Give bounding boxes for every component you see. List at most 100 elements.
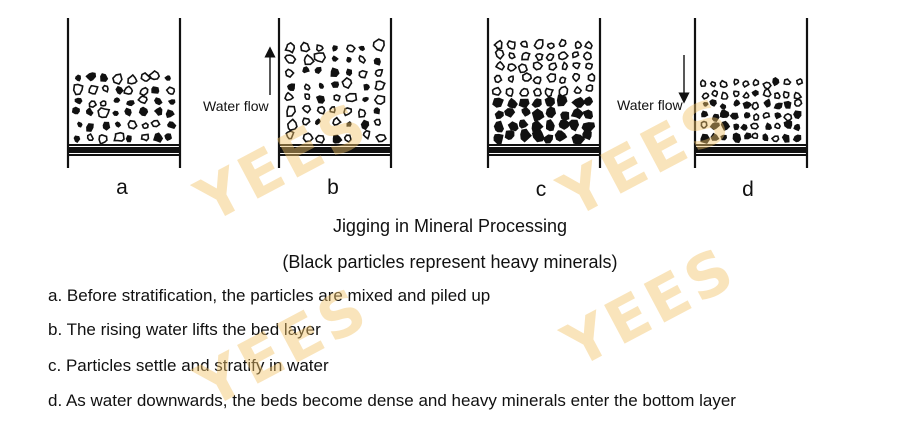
light-particle-c-38 <box>573 85 583 94</box>
light-particle-b-43 <box>301 117 311 126</box>
light-particle-c-25 <box>507 75 515 84</box>
light-particle-d-55 <box>751 132 759 140</box>
light-particle-c-5 <box>558 38 567 48</box>
heavy-particle-b-15 <box>302 66 310 74</box>
light-particle-d-13 <box>732 90 740 98</box>
light-particle-b-35 <box>286 105 297 118</box>
heavy-particle-d-54 <box>744 132 752 140</box>
heavy-particle-d-46 <box>765 122 773 130</box>
light-particle-c-26 <box>521 72 533 82</box>
light-particle-d-45 <box>749 122 760 130</box>
light-particle-a-18 <box>99 100 107 107</box>
light-particle-c-6 <box>574 40 583 50</box>
light-particle-a-13 <box>139 86 149 97</box>
heavy-particle-a-23 <box>167 99 176 105</box>
light-particle-c-34 <box>519 87 530 97</box>
heavy-particle-d-49 <box>793 123 801 132</box>
light-particle-d-18 <box>782 90 790 99</box>
light-particle-c-22 <box>572 62 581 70</box>
light-particle-b-40 <box>357 108 367 118</box>
heavy-particle-d-59 <box>792 134 802 143</box>
heavy-particle-a-33 <box>86 123 94 132</box>
particle-bed-c <box>491 38 596 146</box>
light-particle-b-36 <box>301 105 312 114</box>
light-particle-c-27 <box>532 76 542 85</box>
light-particle-a-8 <box>72 83 84 96</box>
heavy-particle-d-50 <box>700 133 711 144</box>
heavy-particle-b-24 <box>330 81 340 88</box>
light-particle-c-0 <box>493 39 503 50</box>
light-particle-b-51 <box>314 134 325 144</box>
light-particle-c-7 <box>584 40 593 50</box>
heavy-particle-d-33 <box>729 112 739 120</box>
description-a: a. Before stratification, the particles … <box>48 286 491 305</box>
jig-container-c <box>486 18 602 168</box>
heavy-particle-b-11 <box>346 56 352 63</box>
heavy-particle-a-7 <box>164 75 171 81</box>
light-particle-c-17 <box>507 63 518 72</box>
light-particle-c-2 <box>519 40 528 48</box>
heavy-particle-a-0 <box>74 74 81 82</box>
panel-label-c: c <box>535 178 547 201</box>
heavy-particle-a-25 <box>85 107 94 117</box>
light-particle-d-17 <box>774 91 781 100</box>
heavy-particle-d-31 <box>711 113 720 122</box>
particle-bed-b <box>284 38 387 144</box>
diagram-subtitle: (Black particles represent heavy mineral… <box>282 252 618 272</box>
heavy-particle-b-52 <box>332 134 343 144</box>
jig-panels-svg <box>66 18 809 168</box>
light-particle-b-31 <box>333 94 341 102</box>
description-c: c. Particles settle and stratify in wate… <box>48 356 329 375</box>
light-particle-a-43 <box>113 131 125 142</box>
heavy-particle-c-40 <box>492 97 504 108</box>
light-particle-a-38 <box>150 119 161 128</box>
light-particle-b-42 <box>286 118 298 131</box>
jig-container-a <box>66 18 182 168</box>
heavy-particle-d-56 <box>762 133 769 142</box>
heavy-particle-c-62 <box>568 119 580 132</box>
heavy-particle-d-43 <box>733 123 740 131</box>
light-particle-c-19 <box>532 61 544 71</box>
heavy-particle-c-49 <box>504 108 516 118</box>
light-particle-d-14 <box>742 91 750 99</box>
light-particle-b-6 <box>372 38 385 52</box>
heavy-particle-d-53 <box>732 132 742 144</box>
heavy-particle-d-30 <box>701 110 709 118</box>
light-particle-a-21 <box>137 95 148 105</box>
heavy-particle-d-27 <box>773 102 783 110</box>
heavy-particle-b-26 <box>363 83 370 91</box>
heavy-particle-d-44 <box>740 123 748 131</box>
light-particle-b-9 <box>313 52 327 64</box>
light-particle-c-32 <box>491 86 502 96</box>
heavy-particle-c-43 <box>531 98 542 108</box>
heavy-particle-a-32 <box>77 121 83 128</box>
heavy-particle-a-14 <box>151 86 160 94</box>
heavy-particle-a-28 <box>124 107 132 117</box>
heavy-particle-c-64 <box>493 133 504 145</box>
heavy-particle-d-58 <box>781 133 790 143</box>
light-particle-b-50 <box>302 132 314 143</box>
light-particle-c-18 <box>517 63 529 74</box>
light-particle-c-8 <box>494 48 505 61</box>
heavy-particle-a-22 <box>154 97 163 106</box>
heavy-particle-c-57 <box>507 121 519 132</box>
light-particle-c-39 <box>585 84 594 92</box>
light-particle-b-0 <box>284 41 296 54</box>
heavy-particle-c-55 <box>582 109 593 120</box>
light-particle-c-28 <box>546 72 557 83</box>
light-particle-d-47 <box>774 122 782 130</box>
heavy-particle-a-46 <box>153 132 164 143</box>
heavy-particle-c-42 <box>518 98 530 108</box>
heavy-particle-a-11 <box>115 85 124 95</box>
light-particle-d-11 <box>711 89 719 98</box>
light-particle-d-57 <box>770 135 780 143</box>
light-particle-c-14 <box>571 51 580 59</box>
light-particle-c-23 <box>585 62 594 70</box>
light-particle-b-39 <box>343 107 353 117</box>
heavy-particle-a-35 <box>114 121 122 128</box>
heavy-particle-c-48 <box>494 110 504 120</box>
heavy-particle-c-50 <box>521 106 531 117</box>
heavy-particle-c-56 <box>493 120 504 133</box>
heavy-particle-b-17 <box>330 67 340 77</box>
